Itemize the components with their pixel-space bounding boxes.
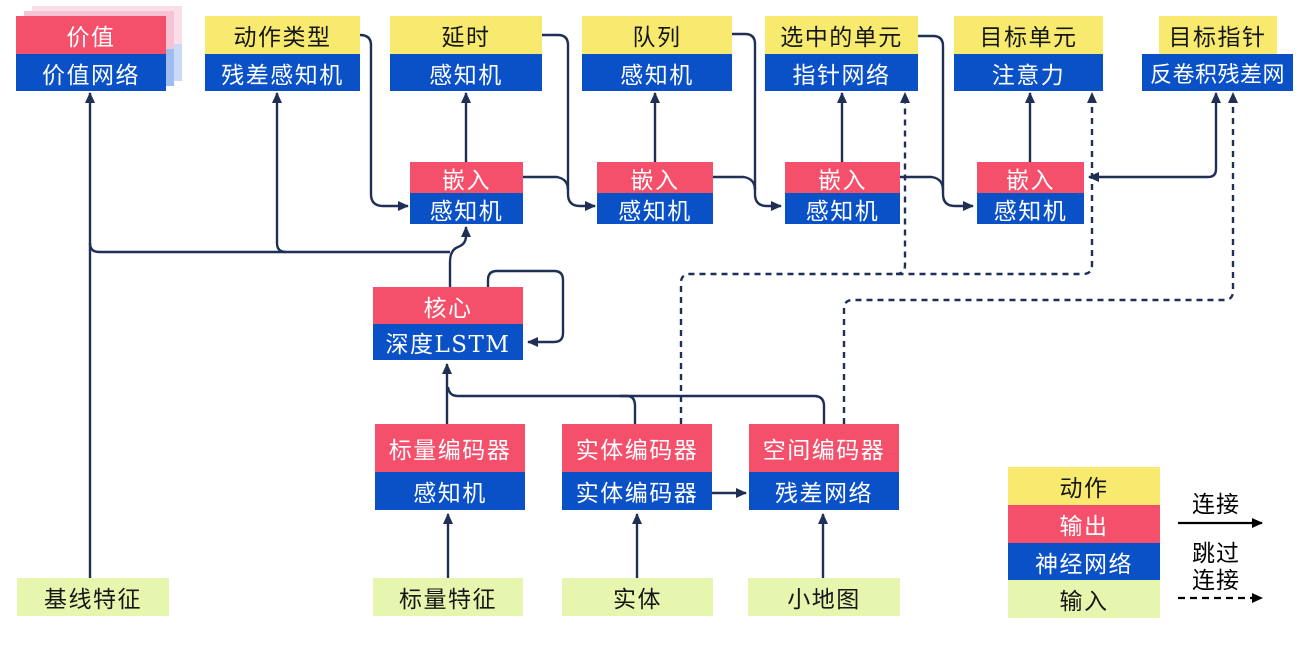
embed-4-label: 嵌入 [977,162,1084,194]
node-selected-units: 选中的单元 指针网络 [765,16,918,91]
node-embed-2: 嵌入 感知机 [597,162,713,225]
action-type-network-label: 残差感知机 [205,54,360,91]
target-unit-label: 目标单元 [954,16,1103,54]
legend-color-key: 动作 输出 神经网络 输入 [1008,467,1160,618]
node-value: 价值 价值网络 [16,16,166,91]
entity-encoder-label: 实体编码器 [562,424,712,472]
queue-label: 队列 [582,16,732,54]
node-entity-encoder: 实体编码器 实体编码器 [562,424,712,510]
legend-connection-label: 连接 [1192,492,1240,518]
node-target-unit: 目标单元 注意力 [954,16,1103,91]
input-entities: 实体 [562,578,713,616]
input-baseline-features: 基线特征 [17,578,169,616]
queue-network-label: 感知机 [582,54,732,91]
node-target-point: 目标指针 反卷积残差网 [1142,16,1293,91]
legend-input-label: 输入 [1008,580,1160,618]
legend-output-label: 输出 [1008,505,1160,543]
node-action-type: 动作类型 残差感知机 [205,16,360,91]
node-embed-3: 嵌入 感知机 [785,162,900,225]
embed-1-mlp-label: 感知机 [410,193,523,225]
input-scalar-features: 标量特征 [373,578,523,616]
scalar-encoder-mlp-label: 感知机 [375,472,525,510]
node-spatial-encoder: 空间编码器 残差网络 [749,424,899,510]
legend-skip-label-line1: 跳过 [1192,541,1240,567]
scalar-features-label: 标量特征 [373,578,523,616]
entity-encoder-network-label: 实体编码器 [562,472,712,510]
node-delay: 延时 感知机 [390,16,542,91]
legend-skip-label-line2: 连接 [1192,568,1240,594]
legend-action-label: 动作 [1008,467,1160,505]
baseline-features-label: 基线特征 [17,578,169,616]
embed-2-mlp-label: 感知机 [597,193,713,225]
spatial-encoder-resnet-label: 残差网络 [749,472,899,510]
scalar-encoder-label: 标量编码器 [375,424,525,472]
value-network-label: 价值网络 [16,54,166,91]
input-minimap: 小地图 [748,578,900,616]
embed-1-label: 嵌入 [410,162,523,194]
embed-3-label: 嵌入 [785,162,900,194]
node-scalar-encoder: 标量编码器 感知机 [375,424,525,510]
node-embed-1: 嵌入 感知机 [410,162,523,225]
target-point-network-label: 反卷积残差网 [1142,54,1293,91]
action-type-label: 动作类型 [205,16,360,54]
legend-network-label: 神经网络 [1008,543,1160,580]
target-point-label: 目标指针 [1158,16,1277,54]
embed-3-mlp-label: 感知机 [785,193,900,225]
target-unit-network-label: 注意力 [954,54,1103,91]
node-core: 核心 深度LSTM [373,287,523,360]
core-lstm-label: 深度LSTM [373,324,523,360]
node-embed-4: 嵌入 感知机 [977,162,1084,225]
selected-units-network-label: 指针网络 [765,54,918,91]
delay-label: 延时 [390,16,542,54]
entities-label: 实体 [562,578,713,616]
value-output-label: 价值 [16,16,166,54]
legend-arrows [1178,518,1263,603]
embed-4-mlp-label: 感知机 [977,193,1084,225]
selected-units-label: 选中的单元 [765,16,918,54]
node-queue: 队列 感知机 [582,16,732,91]
spatial-encoder-label: 空间编码器 [749,424,899,472]
minimap-label: 小地图 [748,578,900,616]
solid-connectors [85,32,1221,578]
skip-connectors [679,92,1238,424]
delay-network-label: 感知机 [390,54,542,91]
core-label: 核心 [373,287,523,324]
embed-2-label: 嵌入 [597,162,713,194]
